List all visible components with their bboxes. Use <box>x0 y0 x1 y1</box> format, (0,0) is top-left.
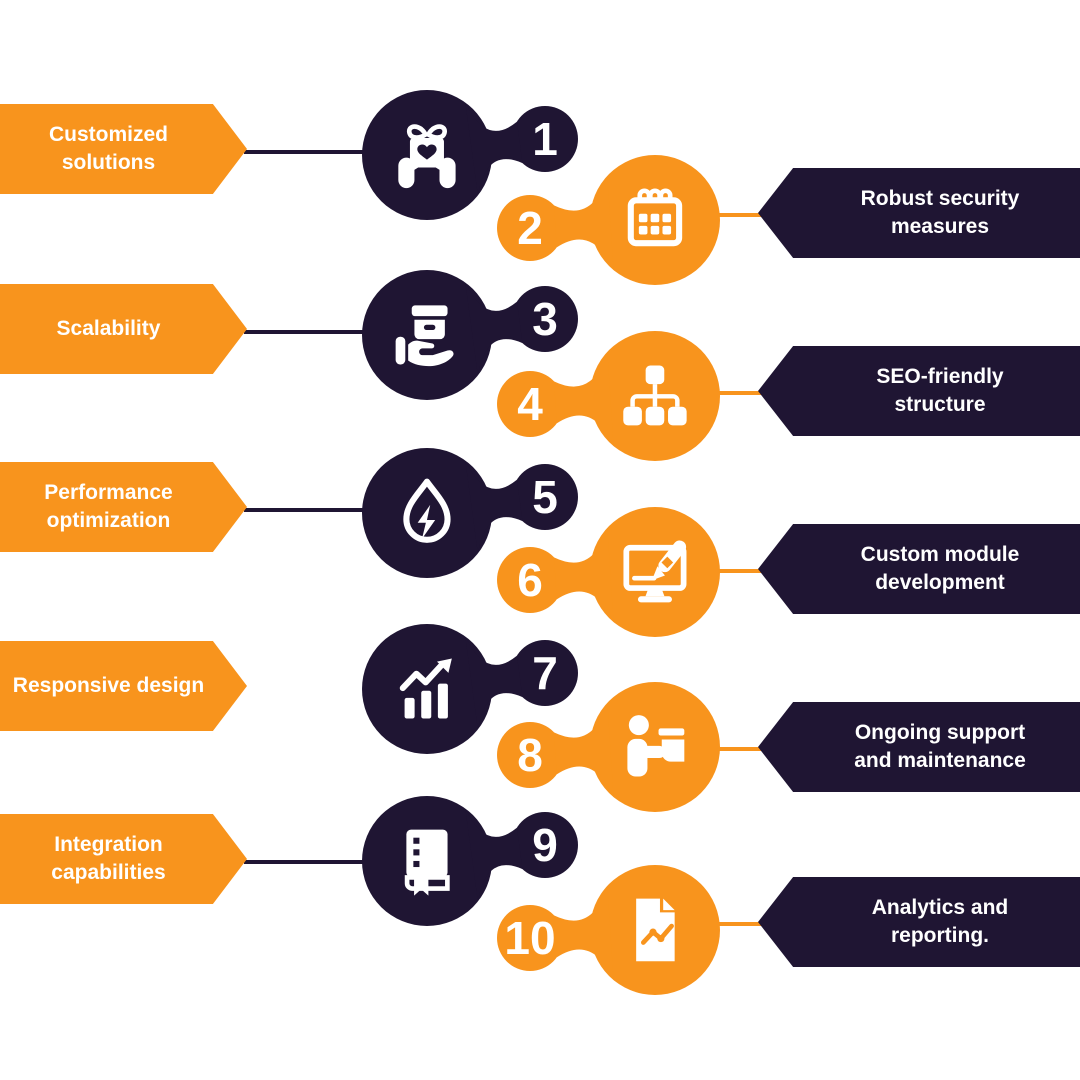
hand-holding-box-icon <box>395 305 454 367</box>
banner-item-3: Scalability <box>0 284 247 374</box>
number-circle <box>512 106 578 172</box>
number-blob-10: 10 <box>497 865 720 995</box>
banner-label: Custom module development <box>860 543 1020 594</box>
banner-label: Responsive design <box>12 674 205 698</box>
item-number: 8 <box>517 729 543 781</box>
item-number: 1 <box>532 113 558 165</box>
blob-neck <box>465 808 523 902</box>
blob-neck <box>465 282 523 376</box>
water-drop-energy-icon <box>403 478 451 543</box>
number-blob-5: 5 <box>362 448 578 578</box>
blob-neck <box>554 702 614 797</box>
number-circle <box>512 640 578 706</box>
banner-label: Ongoing support and maintenance <box>854 721 1026 772</box>
blob-neck <box>465 636 523 730</box>
item-number: 9 <box>532 819 558 871</box>
sitemap-icon <box>623 365 687 426</box>
banner-label: Customized solutions <box>48 123 168 174</box>
number-blob-4: 4 <box>497 331 720 461</box>
banner-item-5: Performance optimization <box>0 462 247 552</box>
item-number: 6 <box>517 554 543 606</box>
banner-item-4: SEO-friendly structure <box>758 346 1080 436</box>
banner-item-6: Custom module development <box>758 524 1080 614</box>
number-circle <box>497 547 563 613</box>
banner-item-10: Analytics and reporting. <box>758 877 1080 967</box>
number-blob-8: 8 <box>497 682 720 812</box>
number-circle <box>512 286 578 352</box>
item-number: 5 <box>532 471 558 523</box>
icon-circle <box>362 624 492 754</box>
person-presenting-icon <box>627 715 685 777</box>
item-number: 2 <box>517 202 543 254</box>
growth-bars-icon <box>399 658 452 719</box>
number-blob-6: 6 <box>497 507 720 637</box>
blob-neck <box>554 527 614 622</box>
item-number: 10 <box>504 912 555 964</box>
banner-item-7: Responsive design <box>0 641 247 731</box>
bookmark-book-icon <box>404 829 450 896</box>
banner-item-8: Ongoing support and maintenance <box>758 702 1080 792</box>
item-number: 7 <box>532 647 558 699</box>
number-circle <box>512 464 578 530</box>
number-circle <box>497 371 563 437</box>
report-document-icon <box>636 898 675 962</box>
number-circle <box>497 195 563 261</box>
gift-in-hands-icon <box>398 124 456 189</box>
blob-neck <box>554 885 614 980</box>
banner-label: Analytics and reporting. <box>871 896 1009 947</box>
item-number: 4 <box>517 378 543 430</box>
item-number: 3 <box>532 293 558 345</box>
number-blob-2: 2 <box>497 155 720 285</box>
blob-neck <box>465 102 523 196</box>
design-monitor-icon <box>623 540 687 603</box>
number-blob-3: 3 <box>362 270 578 400</box>
banner-item-9: Integration capabilities <box>0 814 247 904</box>
banner-item-2: Robust security measures <box>758 168 1080 258</box>
number-blob-1: 1 <box>362 90 578 220</box>
banner-item-1: Customized solutions <box>0 104 247 194</box>
number-blob-7: 7 <box>362 624 578 754</box>
calendar-icon <box>627 188 683 247</box>
blob-neck <box>465 460 523 554</box>
blob-neck <box>554 351 614 446</box>
icon-circle <box>590 507 720 637</box>
number-circle <box>497 905 563 971</box>
banner-label: Integration capabilities <box>51 833 166 884</box>
banner-label: SEO-friendly structure <box>876 365 1004 416</box>
banner-label: Performance optimization <box>44 481 173 532</box>
number-circle <box>497 722 563 788</box>
number-blob-9: 9 <box>362 796 578 926</box>
banner-label: Robust security measures <box>860 187 1020 238</box>
number-circle <box>512 812 578 878</box>
blob-neck <box>554 175 614 270</box>
banner-label: Scalability <box>56 317 161 341</box>
